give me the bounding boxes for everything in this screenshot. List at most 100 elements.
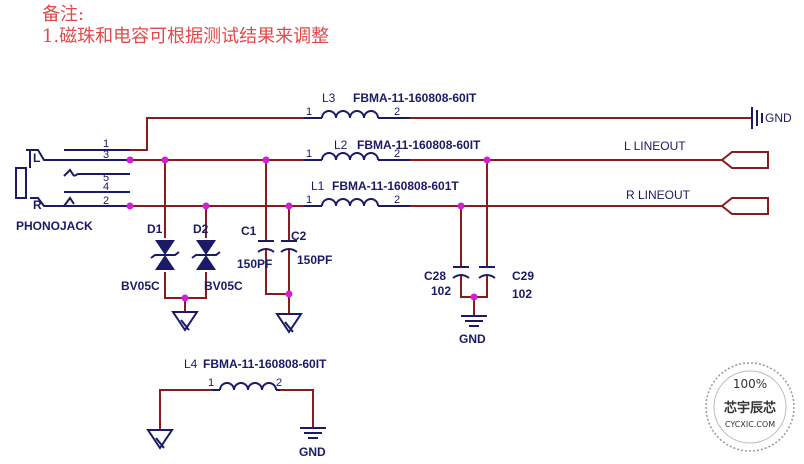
d2-triangle-top [196,240,216,255]
note-line-1: 1.磁珠和电容可根据测试结果来调整 [42,26,330,47]
chassis-ground-diodes-tick [180,319,190,331]
c28-value: 102 [431,284,451,298]
d1-bar [150,251,180,259]
inductor-l2: L2 FBMA-11-160808-60IT 1 2 [304,138,481,161]
l3-value: FBMA-11-160808-60IT [353,91,477,105]
junction-d2 [202,202,210,210]
seal-percent: 100% [733,377,767,391]
wire-l4-left [159,389,212,430]
l1-value: FBMA-11-160808-601T [332,179,459,193]
ground-right: GND [751,107,792,129]
l2-ref: L2 [334,138,348,152]
jack-frame-top [26,149,31,168]
junction-caps-ground [285,290,293,298]
jack-pin-4: 4 [103,181,109,193]
ground-l4: GND [299,427,326,459]
junction-c28-c29-ground [470,293,478,301]
junction-c29 [483,156,491,164]
jack-name: PHONOJACK [16,219,93,233]
l2-pin2: 2 [394,148,400,160]
watermark-seal: 100% 芯宇辰芯 CYCXIC.COM [705,362,795,452]
wire-diodes-bottom [164,272,207,299]
chassis-ground-caps-tick [284,321,294,333]
jack-body [15,167,27,199]
port-r-lineout: R LINEOUT [626,188,769,215]
junction-jack-pin3 [126,156,134,164]
chassis-ground-diodes [171,311,199,332]
capacitor-c1: C1 150PF [237,224,275,271]
seal-inner-ring [713,370,787,444]
note-title: 备注: [42,4,85,25]
capacitor-c28: C28 102 [424,266,470,298]
wire-c1-c2-bottom [265,250,290,295]
c28-ref: C28 [424,269,446,283]
inductor-l3: L3 FBMA-11-160808-60IT 1 2 [304,91,477,119]
jack-right-contact [30,197,50,207]
c1-plate-bottom [257,248,275,253]
seal-url: CYCXIC.COM [725,420,775,429]
jack-pin-5: 5 [103,172,109,184]
inductor-l4: L4 FBMA-11-160808-60IT 1 2 [184,357,327,391]
d1-ref: D1 [147,222,163,236]
inductor-l1: L1 FBMA-11-160808-601T 1 2 [304,179,459,207]
l-lineout-label: L LINEOUT [624,139,686,153]
d1-triangle-bottom [155,255,175,270]
jack-left-mark: L [33,151,40,165]
c29-plate-bottom [478,274,496,279]
ground-caps: GND [459,315,487,346]
l4-ref: L4 [184,357,198,371]
d2-triangle-bottom [196,255,216,270]
l1-pin2: 2 [394,194,400,206]
wire-l4-right [280,389,314,428]
r-lineout-arrow [720,197,769,215]
l1-pin1: 1 [306,194,312,206]
chassis-ground-l4-triangle [146,429,174,450]
r-lineout-label: R LINEOUT [626,188,691,202]
l2-pin1: 1 [306,148,312,160]
c1-ref: C1 [241,224,257,238]
l4-pin2: 2 [276,377,282,389]
d1-triangle-top [155,240,175,255]
jack-pin-3: 3 [103,149,109,161]
gnd-l4-label: GND [299,445,326,459]
d2-bar [191,251,221,259]
c29-value: 102 [512,287,532,301]
l-lineout-arrow [720,151,769,169]
l4-value: FBMA-11-160808-60IT [203,357,327,371]
wire-gnd-net [130,117,304,151]
c1-value: 150PF [237,257,272,271]
seal-outer-ring [705,362,795,452]
c2-value: 150PF [297,253,332,267]
l1-coil [321,198,379,207]
l2-value: FBMA-11-160808-60IT [357,138,481,152]
chassis-ground-caps-triangle [275,313,303,334]
capacitor-c2: C2 150PF [280,229,332,267]
chassis-ground-l4-tick [155,437,165,449]
c2-plate-bottom [280,248,298,253]
chassis-ground-diodes-triangle [171,311,199,332]
junction-c1 [262,156,270,164]
junction-diodes-ground [181,294,189,302]
diode-d2: D2 BV05C [191,222,243,293]
junction-c28 [457,202,465,210]
c2-ref: C2 [291,229,307,243]
l3-coil [321,110,379,119]
capacitor-c29: C29 102 [478,266,534,301]
jack-right-mark: R [33,198,42,212]
seal-brand: 芯宇辰芯 [724,400,776,416]
jack-pin5-lead [73,173,130,177]
phono-jack: L R PHONOJACK [15,149,93,233]
jack-left-spring [63,168,75,177]
jack-left-contact [30,149,50,161]
l4-coil [219,382,277,391]
d1-value: BV05C [121,279,160,293]
jack-right-spring [63,196,75,207]
l4-pin1: 1 [208,377,214,389]
junction-d1 [161,156,169,164]
port-l-lineout: L LINEOUT [624,139,769,169]
gnd-caps-label: GND [459,332,486,346]
diode-d1: D1 BV05C [121,222,180,293]
l2-coil [321,152,379,161]
